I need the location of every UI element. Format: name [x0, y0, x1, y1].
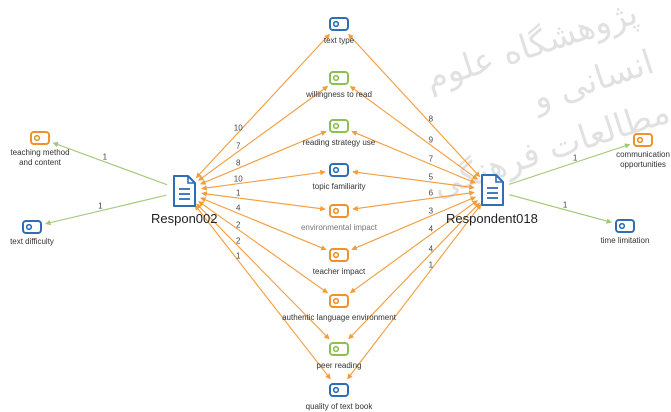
code-label-willingness: willingness to read: [306, 90, 372, 99]
code-label-teacher: teacher impact: [312, 267, 366, 276]
document-node-r018[interactable]: [481, 174, 504, 206]
code-node-time[interactable]: [615, 219, 635, 233]
edge-weight-r002-teaching: 1: [102, 152, 108, 162]
code-label-communication: communication opportunities: [616, 150, 670, 169]
edge-weight-r018-time: 1: [562, 200, 568, 210]
code-label-peer: peer reading: [316, 361, 362, 370]
code-node-peer[interactable]: [329, 342, 349, 356]
edge-weight-r002-strategy: 8: [236, 158, 241, 168]
code-label-difficulty: text difficulty: [10, 237, 54, 246]
edge-r002-env: [201, 191, 326, 212]
edge-r018-willingness: [349, 85, 478, 180]
edge-weight-r018-teacher: 3: [428, 206, 434, 216]
code-label-quality: quality of text book: [305, 402, 373, 411]
edge-weight-r018-peer: 4: [428, 244, 434, 254]
edge-r002-topic: [201, 169, 326, 191]
code-node-difficulty[interactable]: [22, 220, 42, 234]
edge-weight-r002-authentic: 2: [236, 220, 241, 229]
code-node-topic[interactable]: [329, 163, 349, 177]
code-node-teacher[interactable]: [329, 248, 349, 262]
edge-weight-r002-topic: 10: [233, 174, 243, 184]
code-node-authentic[interactable]: [329, 294, 349, 308]
code-node-text_type[interactable]: [329, 17, 349, 31]
code-label-topic: topic familiarity: [312, 182, 366, 191]
code-label-env: environmental impact: [300, 223, 378, 232]
document-label-r018: Respondent018: [446, 211, 538, 226]
edge-weight-r018-communication: 1: [572, 153, 578, 162]
edge-r002-difficulty: [45, 194, 167, 226]
code-label-teaching: teaching method and content: [10, 148, 70, 167]
code-node-env[interactable]: [329, 204, 349, 218]
code-node-strategy[interactable]: [329, 119, 349, 133]
edge-weight-r018-topic: 5: [428, 172, 434, 182]
edge-weight-r018-authentic: 4: [428, 224, 434, 234]
edge-r002-text_type: [195, 33, 330, 179]
edge-weight-r002-peer: 2: [236, 236, 241, 246]
edge-r002-teaching: [52, 141, 168, 186]
edge-r018-text_type: [348, 33, 481, 178]
edge-r018-topic: [352, 169, 475, 190]
edge-r018-env: [352, 190, 475, 212]
edge-r002-authentic: [198, 200, 329, 294]
code-node-communication[interactable]: [633, 133, 653, 147]
edge-r002-willingness: [198, 85, 329, 181]
edge-weight-r002-env: 1: [236, 188, 241, 198]
code-label-authentic: authentic language environment: [282, 313, 396, 322]
edge-weight-r018-text_type: 8: [428, 114, 434, 124]
edge-r018-communication: [508, 143, 631, 185]
edge-weight-r018-strategy: 7: [428, 154, 434, 164]
edge-weight-r018-quality: 1: [428, 260, 434, 270]
edge-weight-r002-quality: 1: [236, 251, 241, 261]
edge-weight-r018-env: 6: [428, 188, 434, 198]
edge-weight-r002-teacher: 4: [236, 203, 241, 213]
code-node-teaching[interactable]: [30, 131, 50, 145]
document-label-r002: Respon002: [151, 211, 218, 226]
edge-r018-time: [509, 194, 613, 224]
code-node-willingness[interactable]: [329, 71, 349, 85]
edge-r002-quality: [194, 204, 331, 380]
code-node-quality[interactable]: [329, 383, 349, 397]
edge-weight-r002-difficulty: 1: [98, 201, 103, 211]
code-label-strategy: reading strategy use: [302, 138, 376, 147]
code-label-text_type: text type: [323, 36, 355, 45]
edge-weight-r002-willingness: 7: [236, 141, 241, 151]
edge-weight-r018-willingness: 9: [428, 135, 434, 145]
edge-weight-r002-text_type: 10: [233, 123, 243, 133]
code-label-time: time limitation: [600, 236, 650, 245]
document-node-r002[interactable]: [173, 175, 196, 207]
edge-r018-quality: [347, 203, 482, 380]
